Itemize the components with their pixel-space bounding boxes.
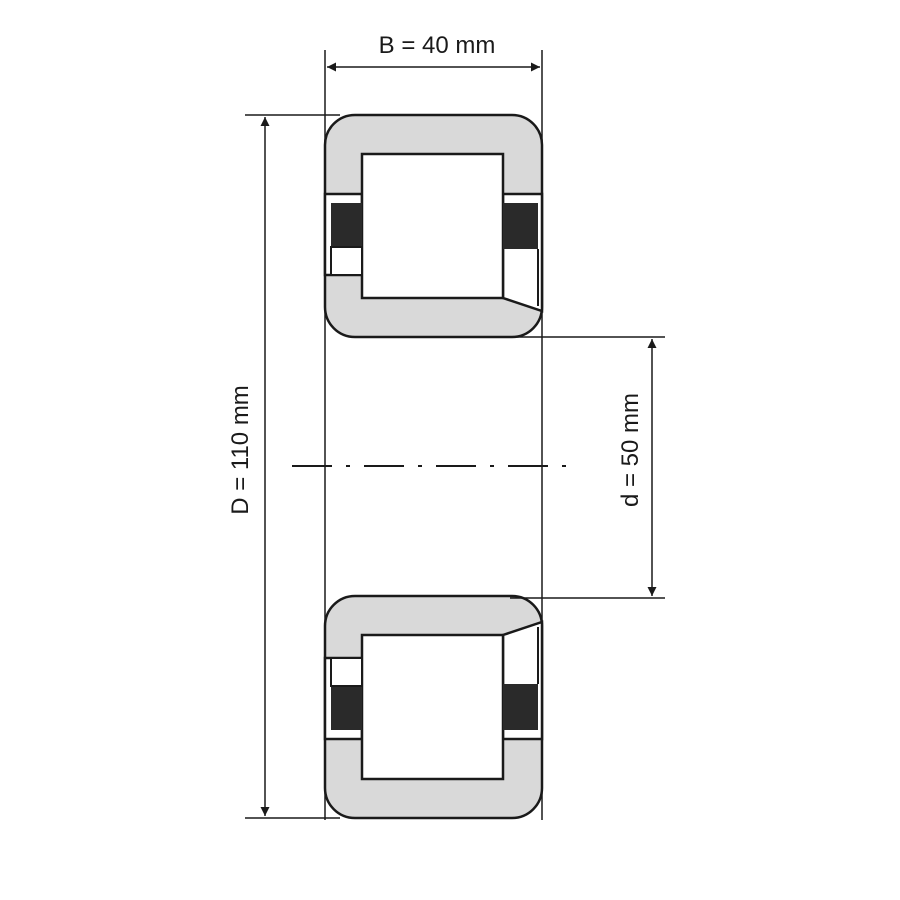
bearing-section-top [323,113,544,339]
bearing-section-bottom [323,594,544,820]
bore-diameter-label: d = 50 mm [617,393,644,507]
extension-lines [245,50,665,820]
outer-diameter-label: D = 110 mm [227,385,254,515]
width-label: B = 40 mm [379,32,496,59]
